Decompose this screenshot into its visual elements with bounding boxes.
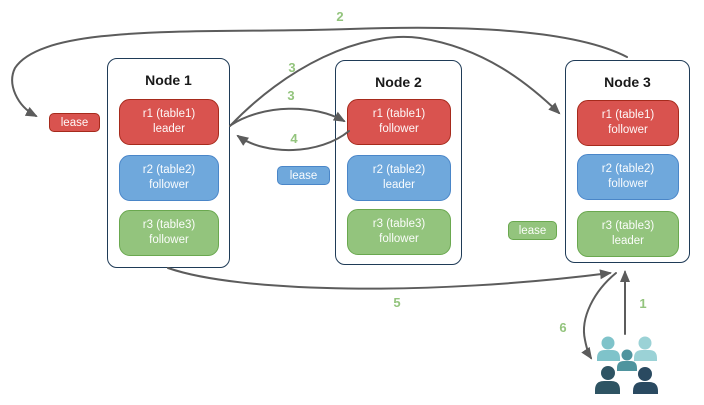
- node-3-replica-r2: r2 (table2) follower: [577, 154, 679, 200]
- replica-range-label: r2 (table2): [142, 164, 196, 176]
- replica-role-label: follower: [608, 124, 648, 136]
- node-2-replica-r2: r2 (table2) leader: [347, 155, 451, 201]
- node-1-replica-r2: r2 (table2) follower: [119, 155, 219, 201]
- replica-range-label: r1 (table1): [142, 108, 196, 120]
- step-label-2: 2: [336, 9, 344, 24]
- replica-range-label: r2 (table2): [372, 164, 426, 176]
- replica-role-label: follower: [608, 178, 648, 190]
- step-label-4: 4: [290, 131, 298, 146]
- step-label-6: 6: [559, 320, 567, 335]
- replica-range-label: r3 (table3): [372, 218, 426, 230]
- node-1-title: Node 1: [145, 72, 192, 88]
- node-3-replica-r1: r1 (table1) follower: [577, 100, 679, 146]
- node-3-title: Node 3: [604, 74, 651, 90]
- node-2-title: Node 2: [375, 74, 422, 90]
- step-label-3-short: 3: [287, 88, 295, 103]
- step-label-3-long: 3: [288, 60, 296, 75]
- node-3: Node 3 r1 (table1) follower r2 (table2) …: [565, 60, 690, 263]
- arrow-step-5: [167, 267, 612, 290]
- node-1: Node 1 r1 (table1) leader r2 (table2) fo…: [107, 58, 230, 268]
- replica-range-label: r3 (table3): [142, 219, 196, 231]
- replica-role-label: leader: [612, 235, 644, 247]
- arrow-step-2: [11, 26, 628, 117]
- replica-range-label: r2 (table2): [601, 163, 655, 175]
- node-1-replica-r3: r3 (table3) follower: [119, 210, 219, 256]
- node-2-replica-r1: r1 (table1) follower: [347, 99, 451, 145]
- step-label-5: 5: [393, 295, 401, 310]
- users-group-icon: [595, 336, 658, 394]
- replica-range-label: r1 (table1): [372, 108, 426, 120]
- node-1-replica-r1: r1 (table1) leader: [119, 99, 219, 145]
- arrow-step-6: [581, 272, 617, 360]
- replica-role-label: follower: [149, 234, 189, 246]
- node-2: Node 2 r1 (table1) follower r2 (table2) …: [335, 60, 462, 265]
- lease-badge-green: lease: [508, 221, 557, 240]
- replica-role-label: follower: [379, 233, 419, 245]
- arrow-step-3-short: [230, 107, 346, 126]
- replica-role-label: follower: [379, 123, 419, 135]
- node-2-replica-r3: r3 (table3) follower: [347, 209, 451, 255]
- step-label-1: 1: [639, 296, 647, 311]
- lease-badge-blue: lease: [277, 166, 330, 185]
- replica-role-label: leader: [383, 179, 415, 191]
- lease-badge-red: lease: [49, 113, 100, 132]
- node-3-replica-r3: r3 (table3) leader: [577, 211, 679, 257]
- replica-range-label: r3 (table3): [601, 220, 655, 232]
- replica-role-label: leader: [153, 123, 185, 135]
- replica-range-label: r1 (table1): [601, 109, 655, 121]
- replica-role-label: follower: [149, 179, 189, 191]
